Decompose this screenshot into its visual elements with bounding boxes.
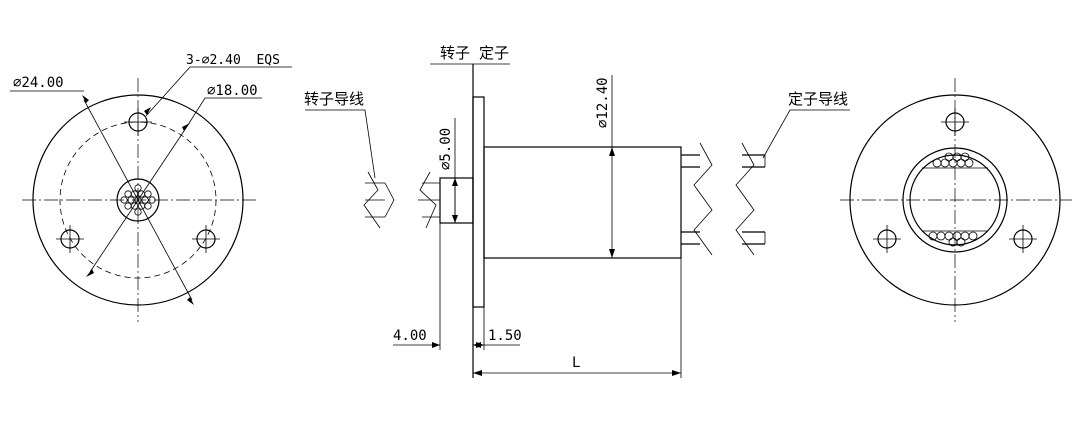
right-end-view	[840, 78, 1072, 322]
rotor-wires-label: 转子导线	[304, 90, 364, 108]
flange-thickness-label: 1.50	[488, 328, 522, 344]
right-outer-circle	[849, 94, 1061, 306]
outer-flange-circle	[32, 94, 244, 306]
mount-hole-right	[192, 225, 220, 253]
rotor-protrusion-label: 4.00	[393, 328, 427, 344]
rotor-wire-stub	[363, 171, 440, 229]
body-diameter-label: ∅12.40	[595, 77, 611, 128]
right-body-circle	[902, 147, 1008, 253]
stator-wire-strip-top	[922, 152, 988, 169]
left-end-view	[10, 66, 292, 322]
stator-wire-stub	[681, 142, 766, 256]
right-inner-circle	[909, 154, 1001, 246]
right-mount-hole-top	[941, 108, 969, 136]
outer-diameter-label: ∅24.00	[13, 75, 64, 91]
stator-body	[483, 146, 682, 259]
rotor-shaft	[439, 177, 474, 224]
stator-wire-strip-bottom	[922, 230, 988, 247]
right-mount-hole-right	[1009, 225, 1037, 253]
stator-wires-label: 定子导线	[788, 90, 848, 108]
pcd-circle	[59, 121, 217, 279]
shaft-diameter-label: ∅5.00	[438, 128, 454, 170]
side-view	[305, 63, 850, 378]
mount-hole-left	[56, 225, 84, 253]
length-label: L	[572, 355, 580, 371]
holes-label: 3-∅2.40 EQS	[186, 53, 280, 68]
rotor-wire-bundle	[120, 184, 156, 216]
pcd-label: ∅18.00	[207, 83, 258, 99]
flange	[472, 96, 485, 308]
rotor-stator-label: 转子 定子	[440, 44, 509, 62]
mount-hole-top	[124, 108, 152, 136]
hub-circle	[116, 178, 160, 222]
right-mount-hole-left	[873, 225, 901, 253]
